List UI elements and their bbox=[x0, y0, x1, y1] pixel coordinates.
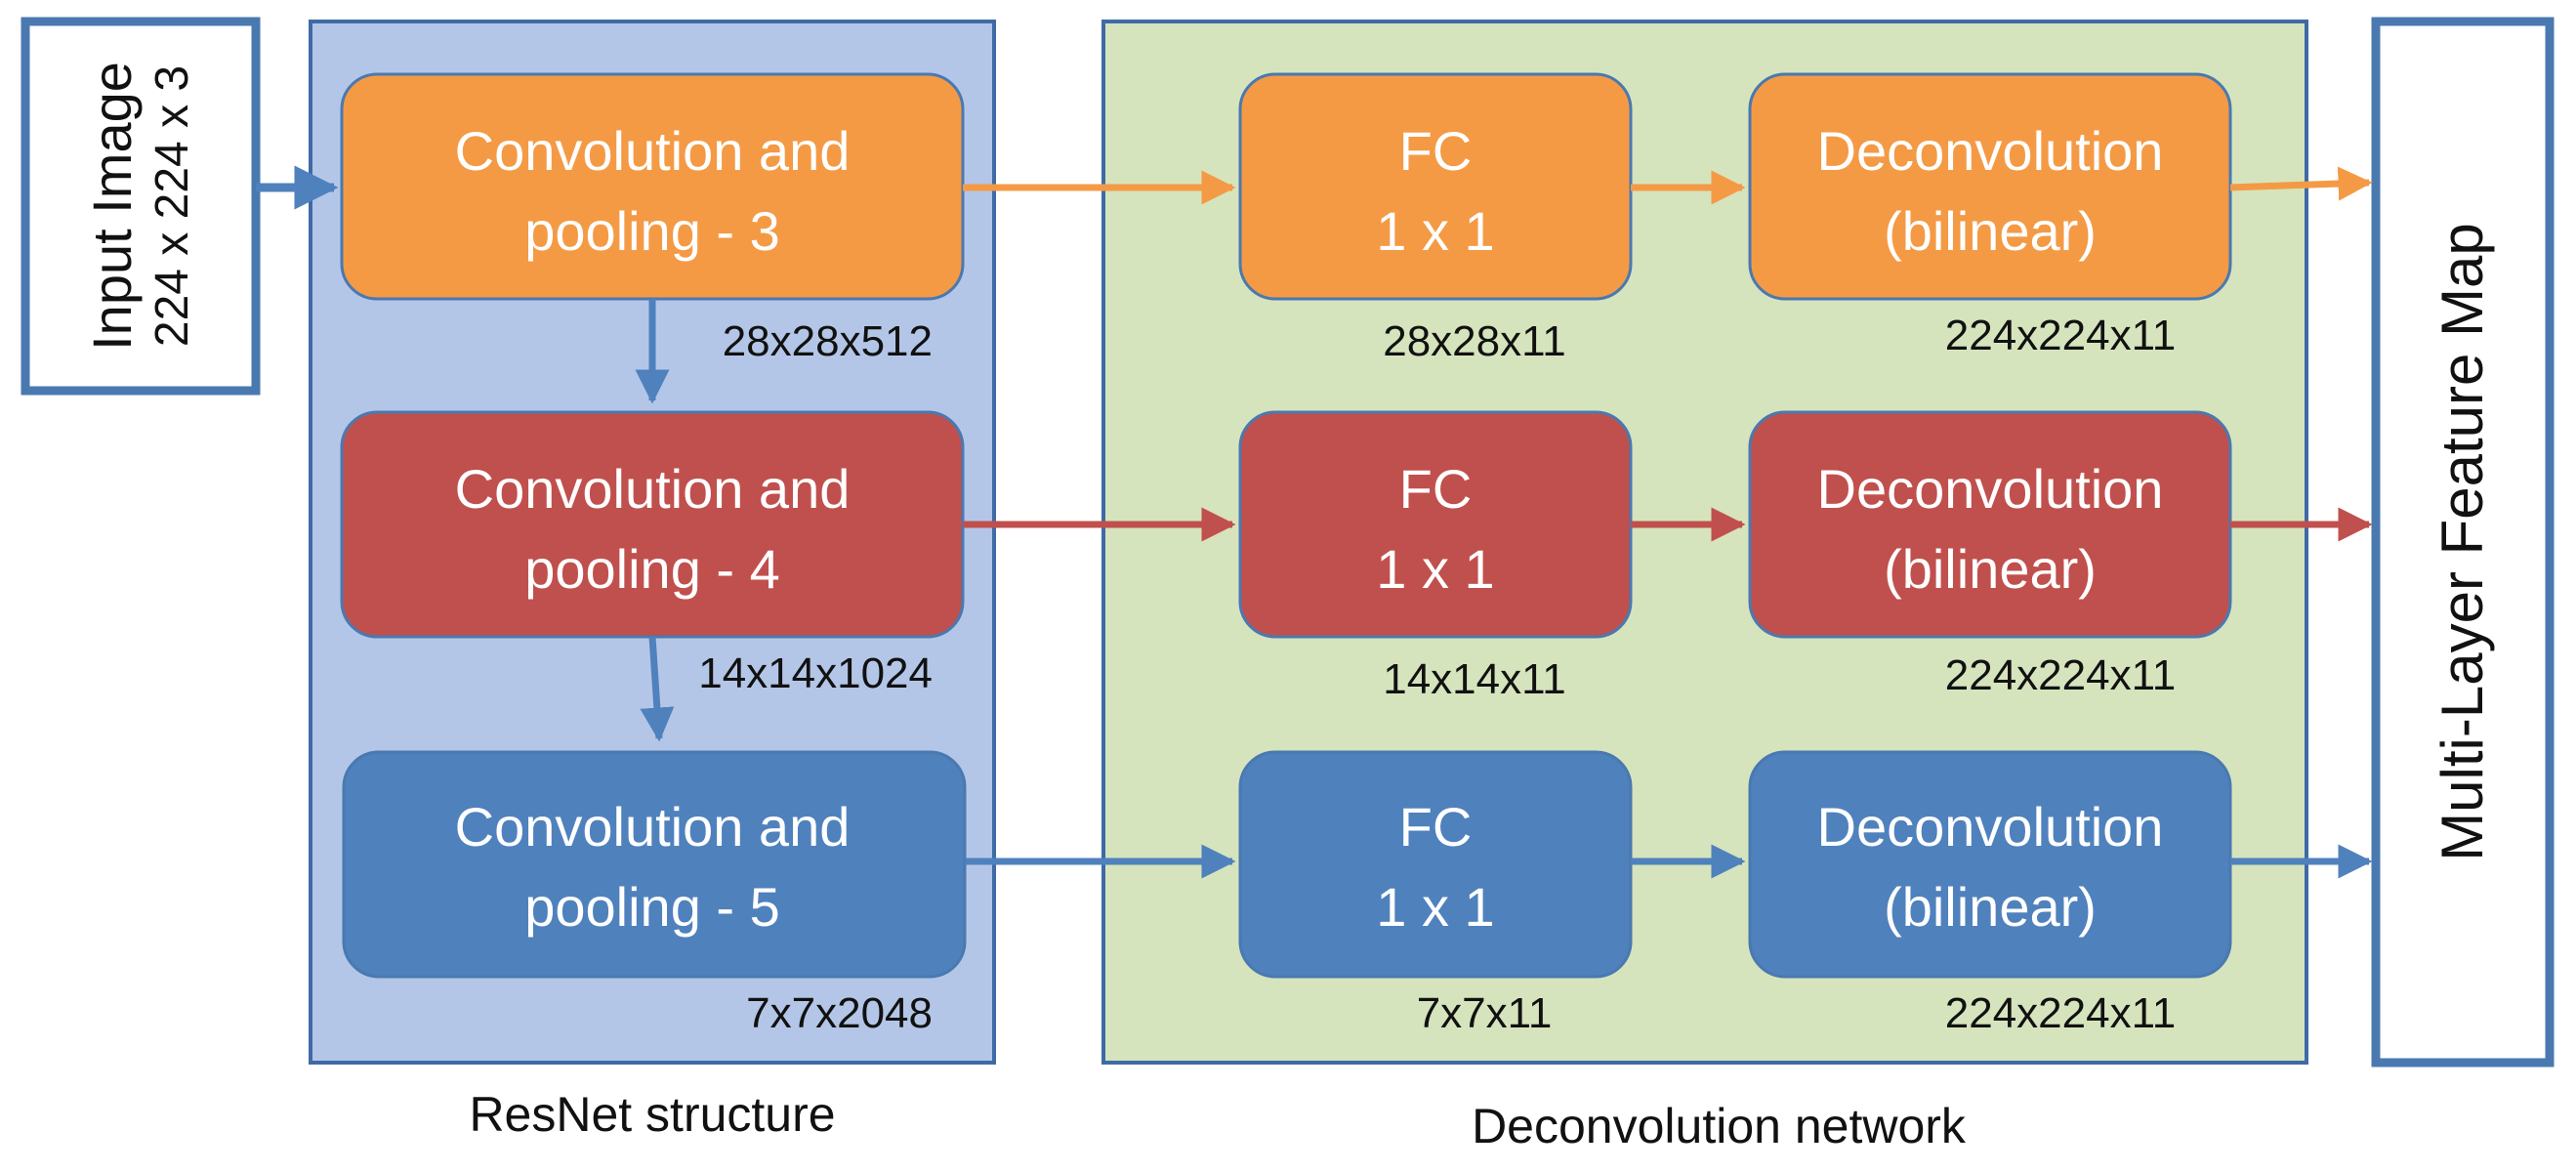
deconv-box-2-output: 224x224x11 bbox=[1945, 651, 2177, 699]
fc-box-1 bbox=[1238, 72, 1633, 301]
fc-box-1-line1: FC bbox=[1399, 120, 1473, 182]
fc-box-1-output: 28x28x11 bbox=[1383, 317, 1566, 365]
deconv-box-3-line1: Deconvolution bbox=[1817, 796, 2164, 858]
fc-box-3-line1: FC bbox=[1399, 796, 1473, 858]
fc-box-2-line1: FC bbox=[1399, 458, 1473, 520]
deconv-box-3-output: 224x224x11 bbox=[1945, 989, 2177, 1037]
feature-map-title: Multi-Layer Feature Map bbox=[2430, 223, 2495, 861]
deconv-box-2 bbox=[1748, 410, 2232, 639]
fc-box-2 bbox=[1238, 410, 1633, 639]
conv-pool-4-output: 14x14x1024 bbox=[698, 649, 933, 697]
resnet-panel-label: ResNet structure bbox=[469, 1087, 835, 1142]
deconv-box-2-line2: (bilinear) bbox=[1884, 538, 2097, 600]
deconv-box-2-line1: Deconvolution bbox=[1817, 458, 2164, 520]
deconvolution-panel-label: Deconvolution network bbox=[1472, 1099, 1967, 1153]
conv-pool-5-line1: Convolution and bbox=[455, 796, 851, 858]
deconv-box-1-line2: (bilinear) bbox=[1884, 200, 2097, 262]
fc-box-2-line2: 1 x 1 bbox=[1376, 538, 1494, 600]
fc-box-3 bbox=[1238, 750, 1633, 979]
arrow-deconv1-output bbox=[2229, 166, 2373, 201]
conv-pool-5-box bbox=[342, 750, 967, 979]
conv-pool-3-box bbox=[340, 72, 965, 301]
deconv-box-1 bbox=[1748, 72, 2232, 301]
input-image-dims: 224 x 224 x 3 bbox=[146, 65, 198, 347]
fc-box-3-line2: 1 x 1 bbox=[1376, 876, 1494, 938]
conv-pool-3-line1: Convolution and bbox=[455, 120, 851, 182]
input-image-box bbox=[21, 17, 261, 396]
feature-map-box bbox=[2371, 17, 2555, 1067]
conv-pool-4-box bbox=[340, 410, 965, 639]
deconv-box-3-line2: (bilinear) bbox=[1884, 876, 2097, 938]
fc-box-2-output: 14x14x11 bbox=[1383, 655, 1566, 703]
conv-pool-4-line2: pooling - 4 bbox=[524, 538, 780, 600]
deconv-box-1-output: 224x224x11 bbox=[1945, 312, 2177, 359]
fc-box-3-output: 7x7x11 bbox=[1417, 989, 1553, 1037]
deconv-box-1-line1: Deconvolution bbox=[1817, 120, 2164, 182]
conv-pool-3-line2: pooling - 3 bbox=[524, 200, 780, 262]
input-image-title: Input Image bbox=[81, 62, 143, 351]
deconv-box-3 bbox=[1748, 750, 2232, 979]
conv-pool-5-output: 7x7x2048 bbox=[746, 989, 933, 1037]
arrow-conv4-conv5 bbox=[640, 636, 675, 742]
conv-pool-3-output: 28x28x512 bbox=[723, 317, 933, 365]
conv-pool-5-line2: pooling - 5 bbox=[524, 876, 780, 938]
fc-box-1-line2: 1 x 1 bbox=[1376, 200, 1494, 262]
conv-pool-4-line1: Convolution and bbox=[455, 458, 851, 520]
